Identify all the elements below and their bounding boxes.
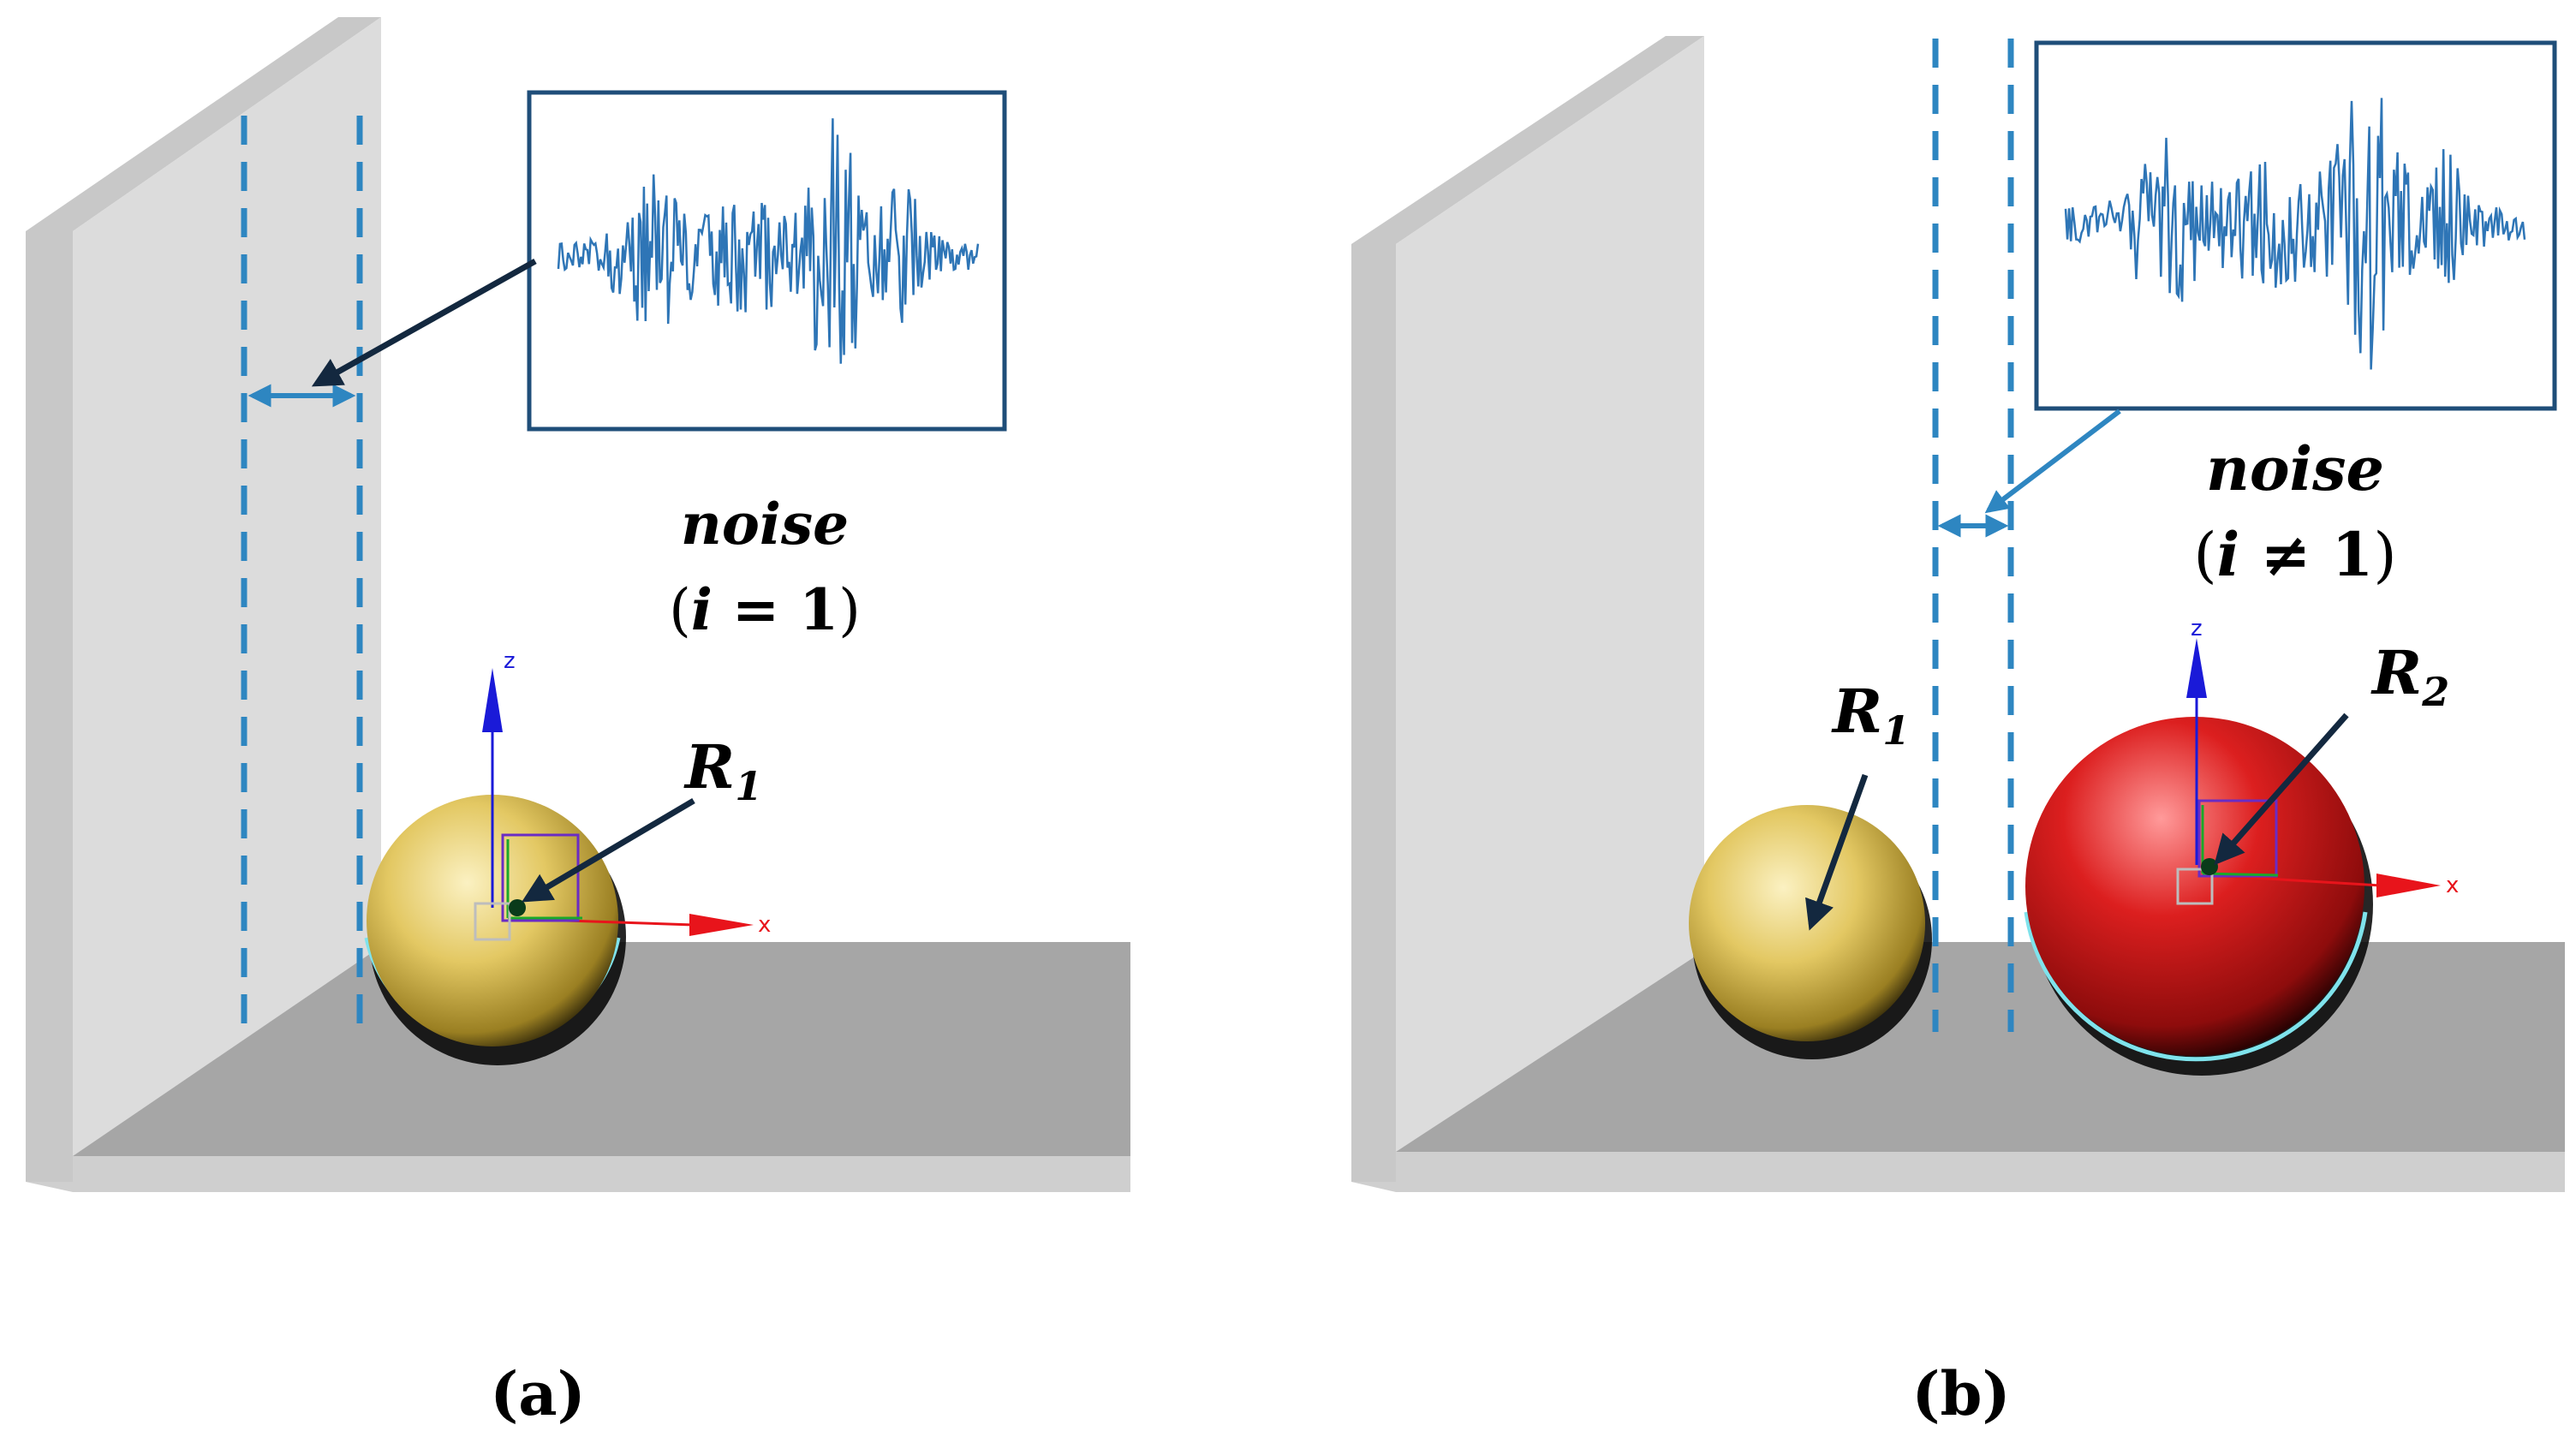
radius-label-a: R1 <box>683 731 762 809</box>
noise-pointer-b <box>1984 408 2121 514</box>
noise-pointer-a <box>311 258 537 387</box>
caption-b: (b) <box>1911 1358 2010 1429</box>
noise-label-a: noise <box>681 491 849 558</box>
z-axis-label-a: z <box>504 648 516 674</box>
sphere-b-large <box>2024 717 2373 1076</box>
noise-signal-a <box>557 118 980 364</box>
caption-a: (a) <box>490 1358 586 1429</box>
axes-a: z x <box>474 648 771 941</box>
z-axis-label-b: z <box>2191 616 2203 641</box>
wall-a <box>26 17 381 1182</box>
axes-b: z x <box>2176 616 2459 905</box>
noise-signal-b <box>2064 98 2526 370</box>
floor-a <box>26 942 1130 1192</box>
panel-a: noise (i = 1) z x R1 (a) <box>26 17 1130 1429</box>
sphere-a <box>364 795 626 1065</box>
noise-box-b <box>2034 40 2557 411</box>
x-axis-label-a: x <box>758 912 771 938</box>
panel-b: noise (i ≠ 1) z x R1 R2 (b) <box>1351 36 2565 1429</box>
radius-label-b1: R1 <box>1831 676 1910 754</box>
noise-label-b: noise <box>2206 433 2384 504</box>
index-label-a: (i = 1) <box>669 576 861 643</box>
sphere-b-small <box>1689 805 1932 1059</box>
radius-label-b2: R2 <box>2370 637 2449 715</box>
x-axis-label-b: x <box>2446 873 2459 898</box>
radius-pointer-b2 <box>2214 713 2349 866</box>
radius-pointer-a <box>521 797 695 903</box>
index-label-b: (i ≠ 1) <box>2193 519 2396 590</box>
wall-b <box>1351 36 1704 1182</box>
radius-pointer-b1 <box>1805 773 1869 931</box>
